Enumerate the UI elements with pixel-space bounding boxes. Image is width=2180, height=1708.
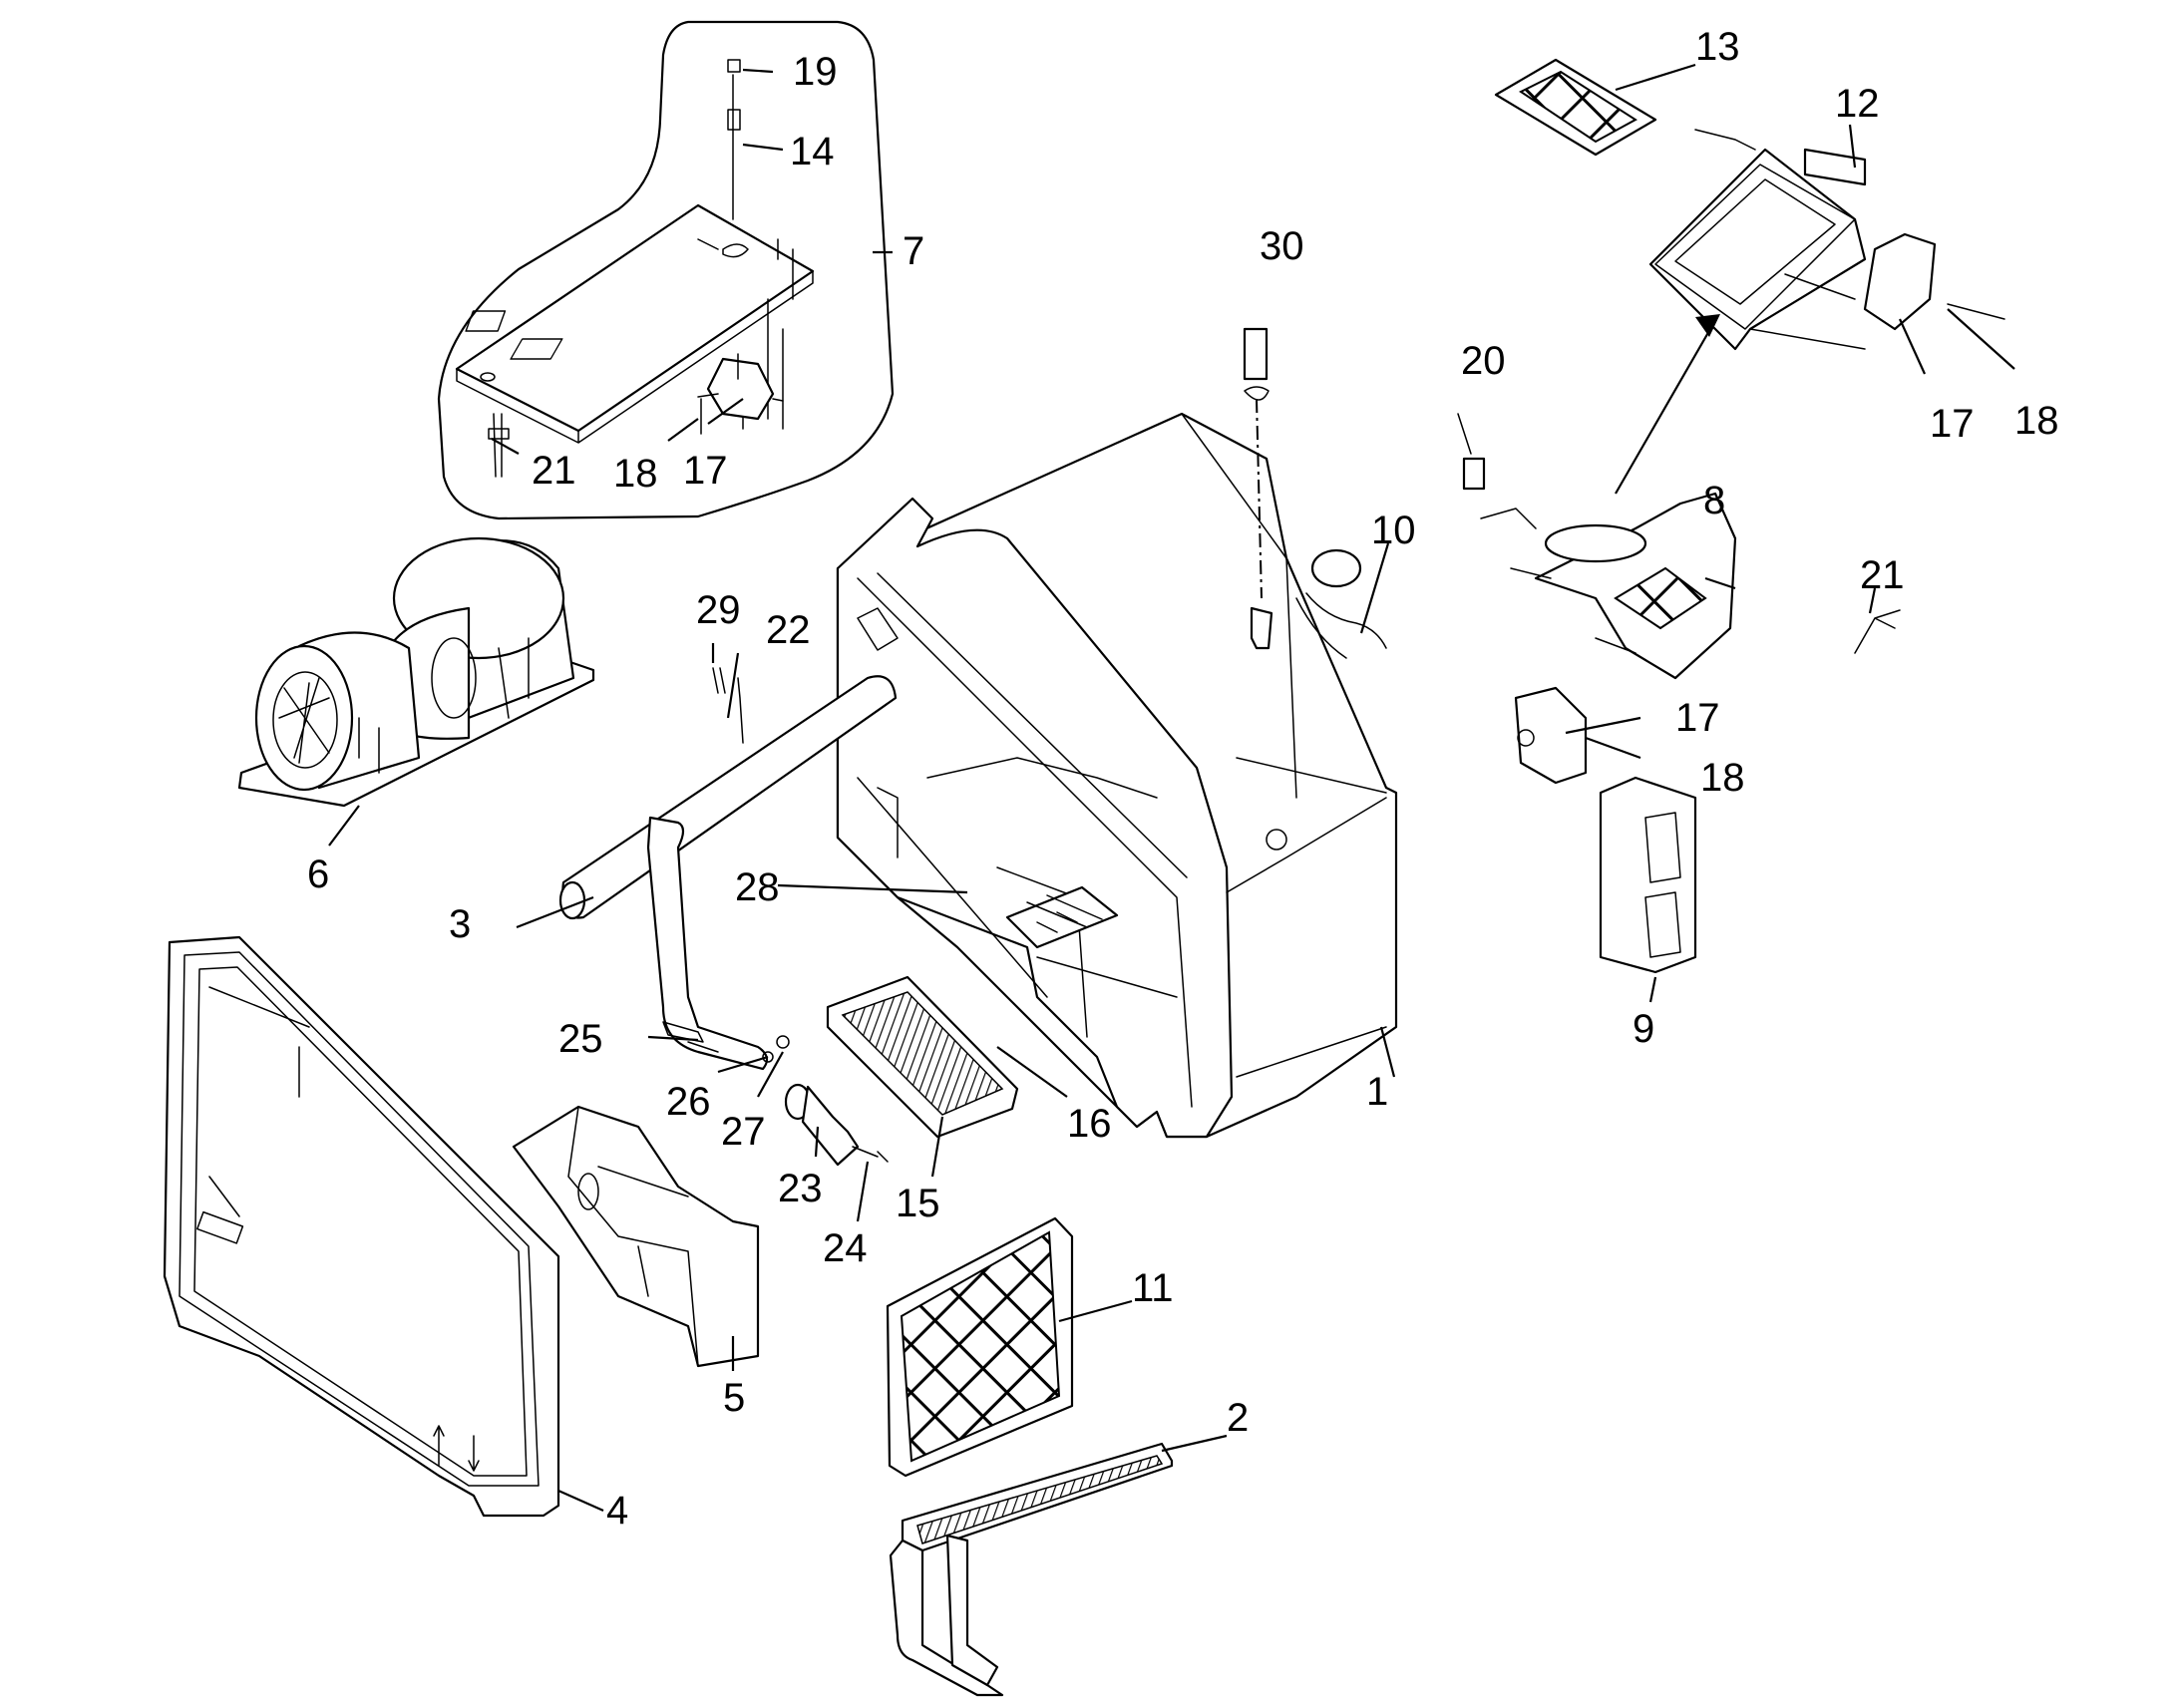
callout-10: 10 — [1371, 509, 1416, 552]
callout-18a: 18 — [613, 452, 658, 496]
callout-13: 13 — [1695, 25, 1740, 69]
callout-1: 1 — [1366, 1070, 1388, 1114]
callout-8: 8 — [1703, 479, 1725, 522]
callout-26: 26 — [666, 1080, 711, 1124]
callout-2: 2 — [1227, 1396, 1249, 1440]
frame-assembly — [1494, 58, 2005, 351]
front-cover — [163, 935, 560, 1518]
callout-29: 29 — [696, 588, 741, 632]
inset-plate-assembly — [437, 20, 895, 520]
callout-16: 16 — [1067, 1102, 1112, 1146]
callout-30: 30 — [1260, 224, 1304, 268]
callout-14: 14 — [790, 130, 835, 173]
heater-tube — [558, 675, 898, 1071]
duct — [512, 1105, 760, 1368]
callout-17a: 17 — [683, 449, 728, 493]
right-small-parts — [1457, 413, 1901, 974]
filter-screen — [886, 1216, 1074, 1478]
pin-and-sensor — [1243, 327, 1387, 659]
blower-motor — [237, 536, 595, 808]
callout-15: 15 — [896, 1182, 940, 1225]
callouts: 1 2 3 4 5 6 7 8 9 10 11 12 13 14 15 16 1… — [307, 25, 2059, 1533]
callout-18b: 18 — [2014, 399, 2059, 443]
callout-25: 25 — [558, 1017, 603, 1061]
callout-27: 27 — [721, 1110, 766, 1154]
callout-23: 23 — [778, 1167, 823, 1210]
damper-assembly — [1480, 314, 1737, 680]
fitting-parts — [662, 667, 889, 1167]
callout-9: 9 — [1633, 1007, 1654, 1051]
leader-lines — [328, 63, 2015, 1513]
callout-7: 7 — [903, 229, 924, 273]
callout-3: 3 — [449, 902, 471, 946]
callout-4: 4 — [606, 1489, 628, 1533]
callout-21b: 21 — [1860, 553, 1905, 597]
main-housing — [836, 412, 1398, 1139]
callout-22: 22 — [766, 608, 811, 652]
callout-19: 19 — [793, 50, 838, 94]
heater-core — [889, 1442, 1174, 1697]
callout-20: 20 — [1461, 339, 1506, 383]
evaporator — [826, 975, 1019, 1139]
callout-17b: 17 — [1930, 402, 1975, 446]
callout-28: 28 — [735, 865, 780, 909]
callout-6: 6 — [307, 853, 329, 896]
callout-17c: 17 — [1675, 696, 1720, 740]
callout-12: 12 — [1835, 82, 1880, 126]
callout-11: 11 — [1132, 1266, 1174, 1310]
callout-21a: 21 — [532, 449, 576, 493]
callout-18c: 18 — [1700, 756, 1745, 800]
callout-5: 5 — [723, 1376, 745, 1420]
callout-24: 24 — [823, 1226, 868, 1270]
